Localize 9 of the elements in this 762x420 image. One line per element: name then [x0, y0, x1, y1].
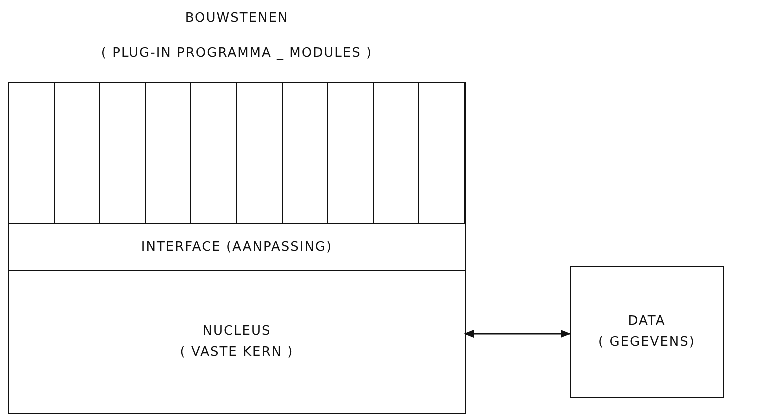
double-arrow — [464, 330, 571, 338]
data-box — [570, 266, 724, 398]
heading-text: BOUWSTENEN — [184, 11, 290, 26]
box-title: INTERFACE (AANPASSING) — [140, 240, 334, 254]
subheading-text: ( PLUG-IN PROGRAMMA _ MODULES ) — [100, 46, 374, 61]
box-subtitle: ( GEGEVENS) — [598, 335, 696, 350]
box-title: DATA — [627, 314, 667, 329]
box-subtitle: ( VASTE KERN ) — [179, 345, 295, 360]
box-title: NUCLEUS — [202, 324, 272, 339]
